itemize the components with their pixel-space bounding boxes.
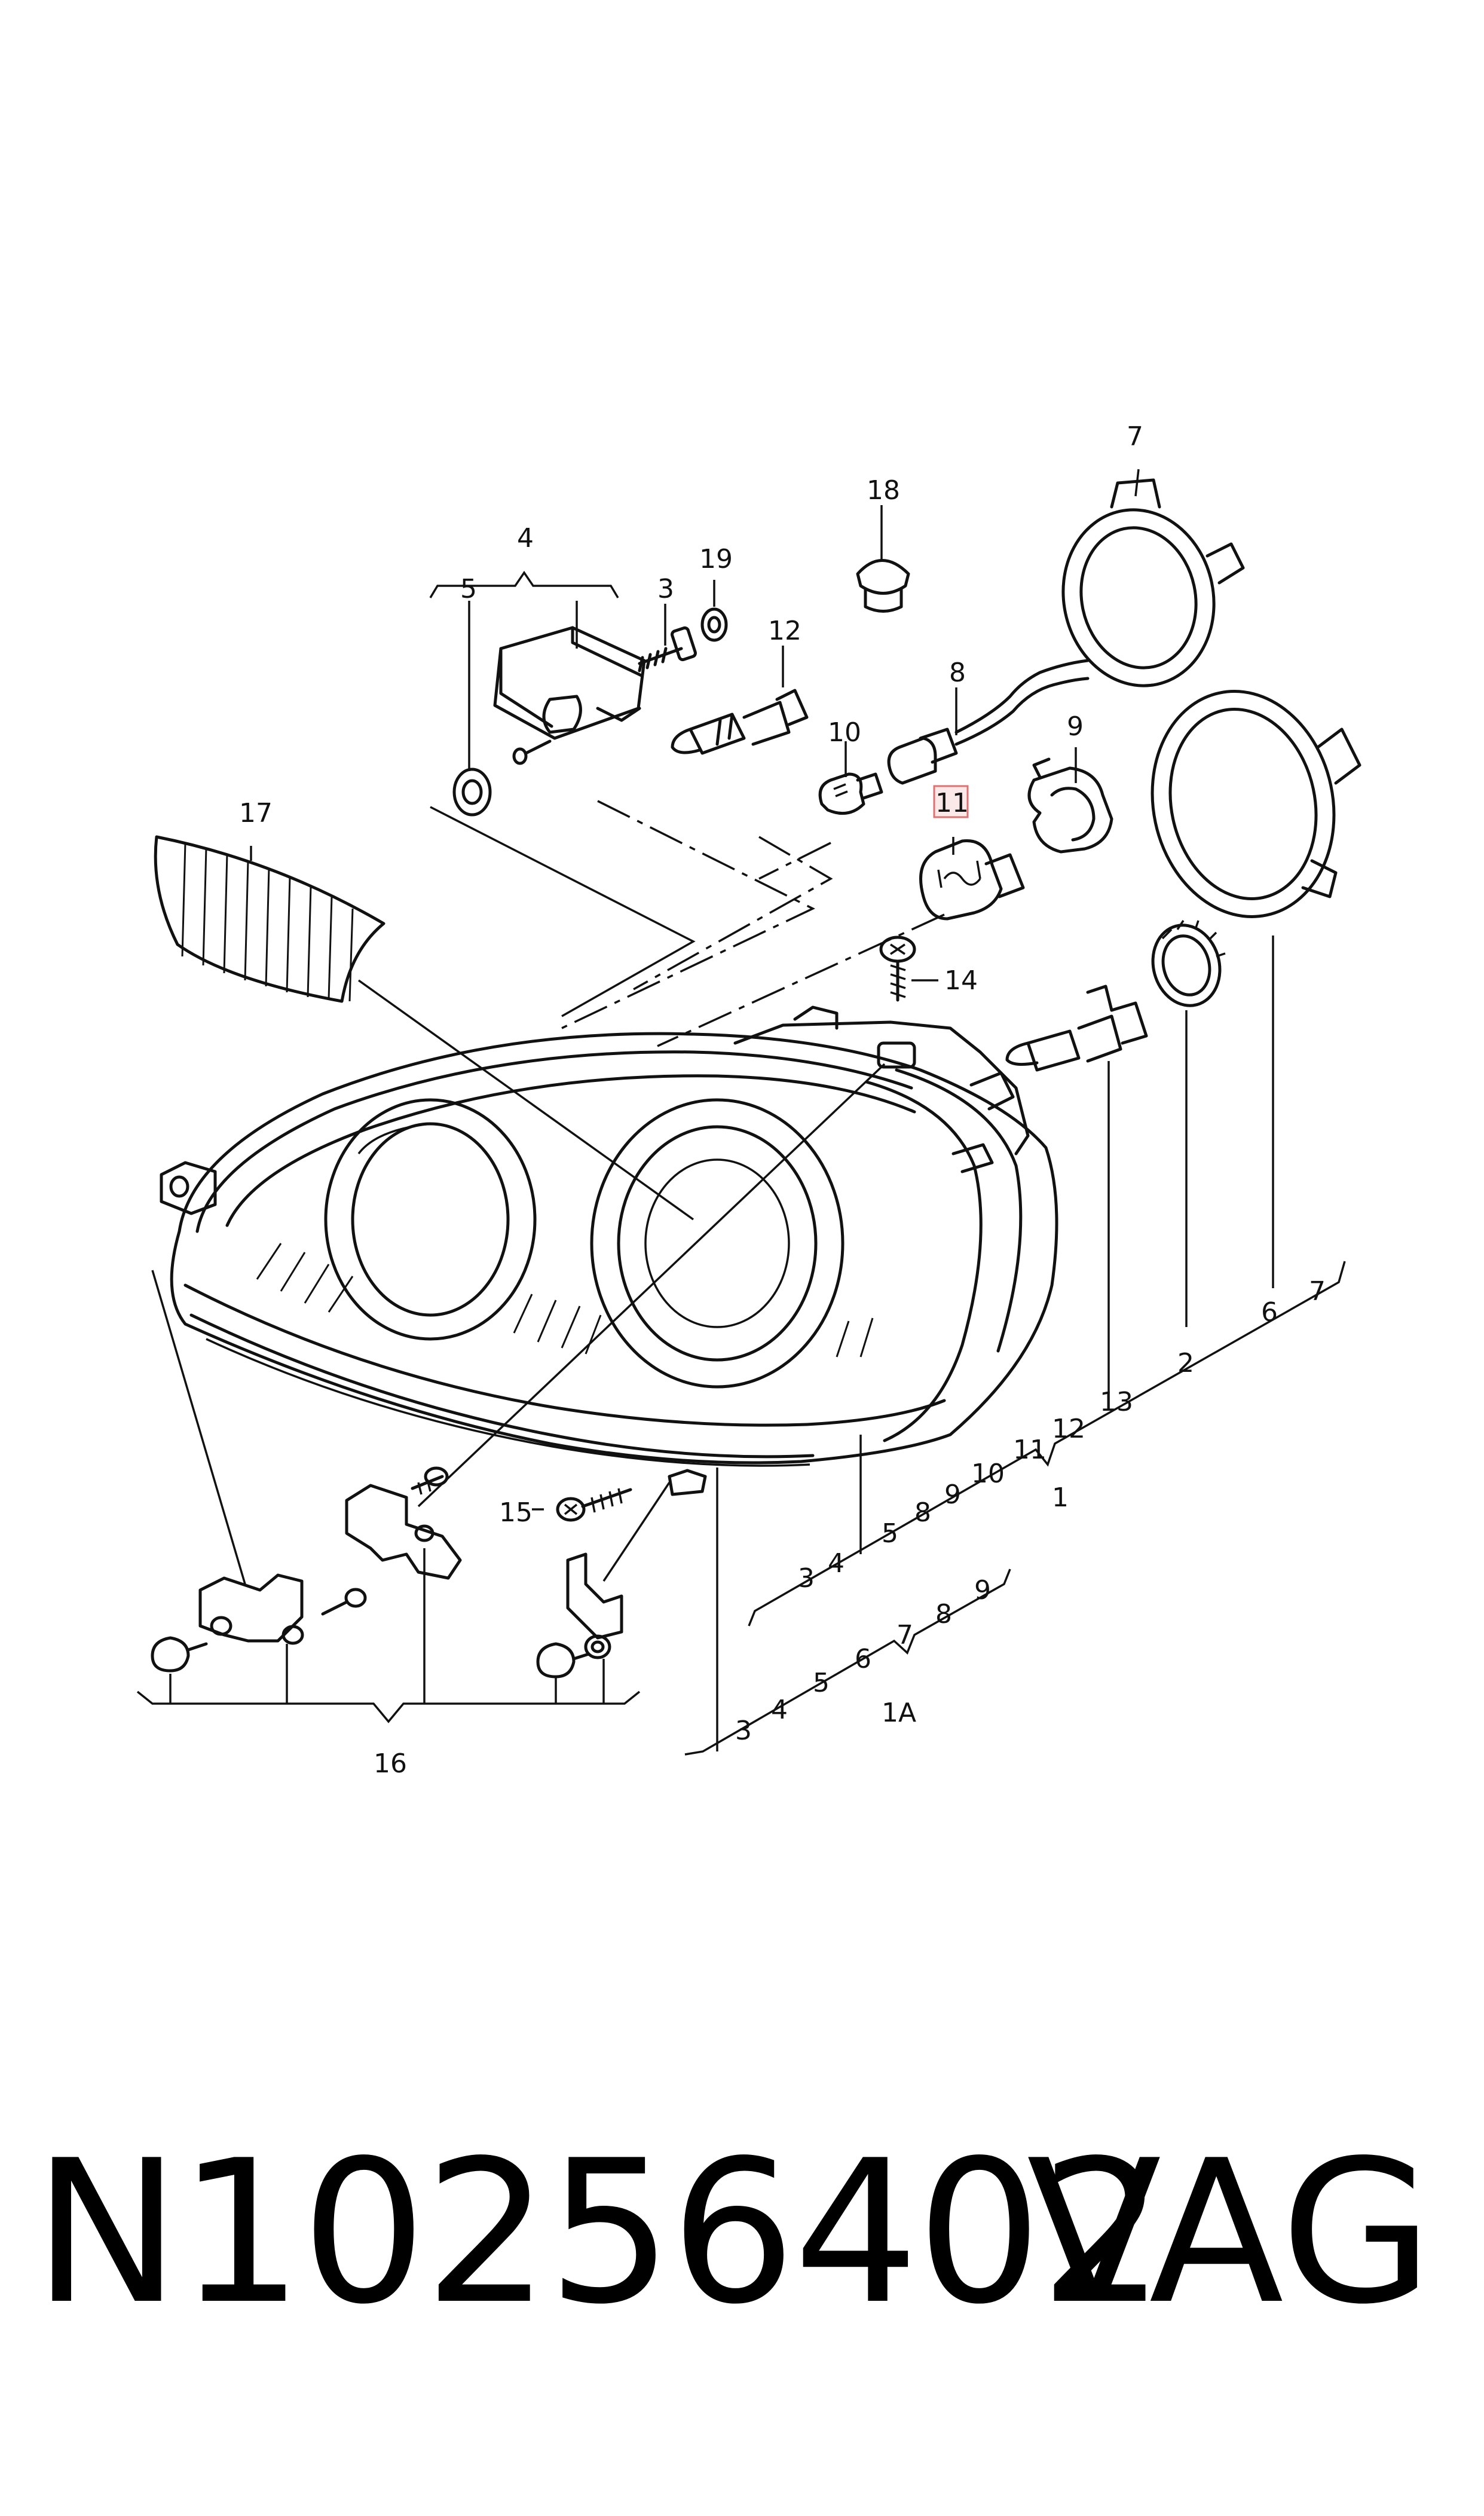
group1-item-4: 4 xyxy=(828,1548,844,1579)
bulb-part-12 xyxy=(671,689,809,755)
ring-part-19 xyxy=(700,607,728,642)
bulb-socket-part-9 xyxy=(1027,757,1113,854)
callout-labels: 4 5 3 19 12 18 7 8 10 9 11 14 17 15 16 3… xyxy=(239,421,1326,1779)
bulb-holder-part-8 xyxy=(887,659,1090,785)
group1a-item-3: 3 xyxy=(735,1716,752,1746)
callout-10: 10 xyxy=(828,717,861,748)
bulb-cap-part-2 xyxy=(1151,920,1226,1007)
group1a-item-5: 5 xyxy=(813,1668,830,1698)
callout-17: 17 xyxy=(239,798,273,829)
footer: N10256402 VAG xyxy=(0,2134,1484,2385)
group1-item-3: 3 xyxy=(798,1563,815,1594)
repair-set-part-16 xyxy=(151,1466,623,1679)
seal-ring-part-5 xyxy=(452,768,492,817)
callout-15: 15 xyxy=(499,1497,533,1528)
film-part-17 xyxy=(154,835,385,1003)
group1a-item-4: 4 xyxy=(771,1695,788,1725)
callout-12: 12 xyxy=(768,616,801,646)
callout-14: 14 xyxy=(944,965,978,996)
cover-ring-part-7 xyxy=(1061,478,1245,687)
bulb-part-10 xyxy=(818,772,883,815)
callout-5: 5 xyxy=(460,574,477,604)
group1a-item-9: 9 xyxy=(974,1575,991,1606)
callout-18: 18 xyxy=(867,475,900,506)
headlight-exploded-diagram: 4 5 3 19 12 18 7 8 10 9 11 14 17 15 16 3… xyxy=(136,421,1361,1779)
callout-4: 4 xyxy=(517,523,534,554)
part-number: N10256402 xyxy=(33,2118,1165,2347)
headlight-housing-part-1 xyxy=(160,1005,1058,1496)
cover-part-6 xyxy=(1151,690,1361,918)
bulb-part-11 xyxy=(919,839,1025,921)
callout-1a: 1A xyxy=(882,1698,916,1728)
brand-name: VAG xyxy=(1026,2118,1433,2347)
callout-3: 3 xyxy=(657,574,674,604)
group1-item-9: 9 xyxy=(944,1479,961,1510)
screw-part-3 xyxy=(638,626,697,672)
callout-16: 16 xyxy=(374,1748,407,1779)
group1-item-7: 7 xyxy=(1309,1276,1326,1307)
leader-lines xyxy=(136,469,1346,1756)
highlight-box-part-11 xyxy=(933,785,969,818)
screw-part-14 xyxy=(879,936,916,1002)
callout-11: 11 xyxy=(935,788,969,818)
group1-item-10: 10 xyxy=(971,1459,1005,1489)
group1-item-12: 12 xyxy=(1052,1414,1085,1444)
callout-1: 1 xyxy=(1052,1482,1069,1513)
callout-7-top: 7 xyxy=(1127,421,1143,452)
group1-item-2: 2 xyxy=(1177,1348,1194,1378)
cap-part-18 xyxy=(856,559,910,613)
group1a-item-8: 8 xyxy=(935,1599,952,1630)
range-motor-part-4 xyxy=(452,626,646,817)
group1-item-5: 5 xyxy=(882,1518,898,1549)
callout-9: 9 xyxy=(1067,711,1084,742)
callout-19: 19 xyxy=(699,544,733,574)
group1a-item-6: 6 xyxy=(855,1644,871,1674)
bulb-part-13 xyxy=(1005,985,1148,1072)
group1-item-6: 6 xyxy=(1261,1297,1278,1328)
group1-item-13: 13 xyxy=(1100,1387,1133,1417)
group1a-item-7: 7 xyxy=(896,1620,913,1650)
callout-8: 8 xyxy=(949,658,966,688)
group1-item-11: 11 xyxy=(1013,1435,1047,1465)
screw-part-15 xyxy=(556,1488,632,1522)
group1-item-8: 8 xyxy=(914,1497,931,1528)
